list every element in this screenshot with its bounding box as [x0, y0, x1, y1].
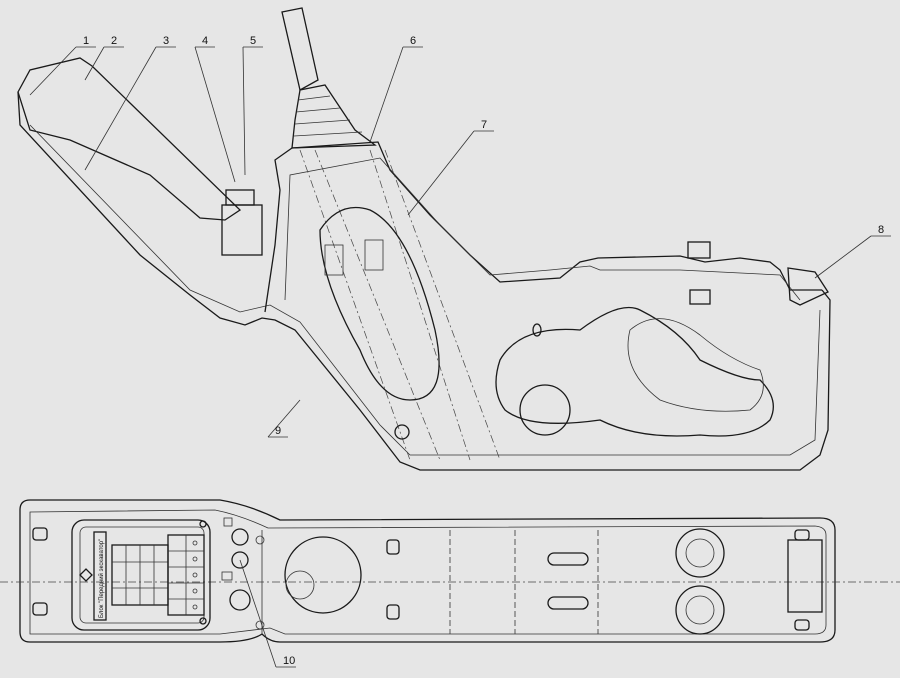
- callout-10: 10: [239, 559, 296, 668]
- callout-5: 5: [242, 35, 263, 176]
- callout-number: 10: [283, 655, 295, 667]
- joystick-base: [284, 536, 362, 614]
- callout-number: 6: [410, 35, 416, 47]
- leader-line: [814, 235, 872, 279]
- callout-number: 4: [202, 35, 208, 47]
- callout-number: 3: [163, 35, 169, 47]
- connector-bracket: [787, 267, 829, 306]
- callout-4: 4: [194, 35, 236, 183]
- armrest-cover: [17, 57, 242, 221]
- callout-number: 5: [250, 35, 256, 47]
- control-panel[interactable]: [71, 519, 211, 631]
- connector-1: [231, 528, 249, 546]
- round-hole: [519, 384, 571, 436]
- end-connector: [787, 539, 823, 613]
- front-housing: [17, 91, 831, 471]
- console-upper: [264, 141, 822, 313]
- leader-line: [407, 130, 475, 216]
- leader-line: [84, 46, 105, 81]
- joystick-handle: [281, 7, 319, 91]
- side-view: [17, 7, 831, 471]
- callout-number: 7: [481, 119, 487, 131]
- callout-1: 1: [29, 35, 96, 96]
- callout-number: 2: [111, 35, 117, 47]
- callout-6: 6: [369, 35, 423, 143]
- callout-9: 9: [267, 399, 301, 438]
- top-view: Блок "Передний экскаватор": [0, 499, 900, 643]
- leader-line: [239, 559, 277, 668]
- knob: [687, 241, 711, 259]
- panel-label: Блок "Передний экскаватор": [98, 539, 105, 618]
- side-cutout: [495, 306, 774, 437]
- connector-3: [229, 589, 251, 611]
- switch-grid: [111, 534, 205, 616]
- leader-line: [242, 46, 246, 176]
- joystick-boot: [291, 84, 377, 149]
- callout-number: 1: [83, 35, 89, 47]
- callout-7: 7: [407, 119, 494, 216]
- leader-line: [84, 46, 157, 171]
- key-switch: [225, 189, 255, 206]
- top-housing-outline: [19, 499, 836, 643]
- callouts: 1 2 3 4 5 6 7 8 9 10: [29, 35, 891, 668]
- inspection-window: [319, 206, 440, 401]
- callout-number: 9: [275, 425, 281, 437]
- leader-line: [194, 46, 236, 183]
- leader-line: [369, 46, 404, 143]
- callout-2: 2: [84, 35, 124, 81]
- leader-line: [267, 399, 301, 438]
- callout-number: 8: [878, 224, 884, 236]
- callout-8: 8: [814, 224, 891, 279]
- connector-2: [231, 551, 249, 569]
- leader-line: [29, 46, 77, 96]
- callout-3: 3: [84, 35, 176, 171]
